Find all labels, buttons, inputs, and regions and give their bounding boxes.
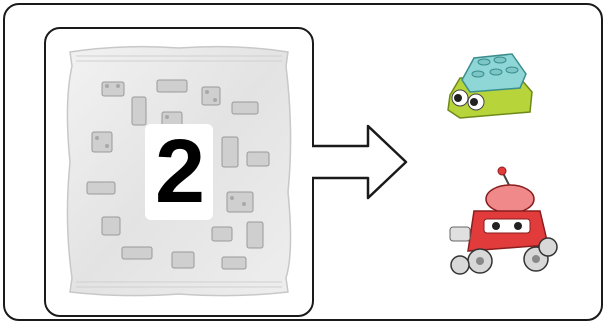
right-arrow-icon (310, 122, 410, 202)
robot-vehicle-model-icon (440, 165, 560, 285)
bag-number-label: 2 (145, 124, 213, 220)
turtle-model-icon (440, 40, 540, 130)
